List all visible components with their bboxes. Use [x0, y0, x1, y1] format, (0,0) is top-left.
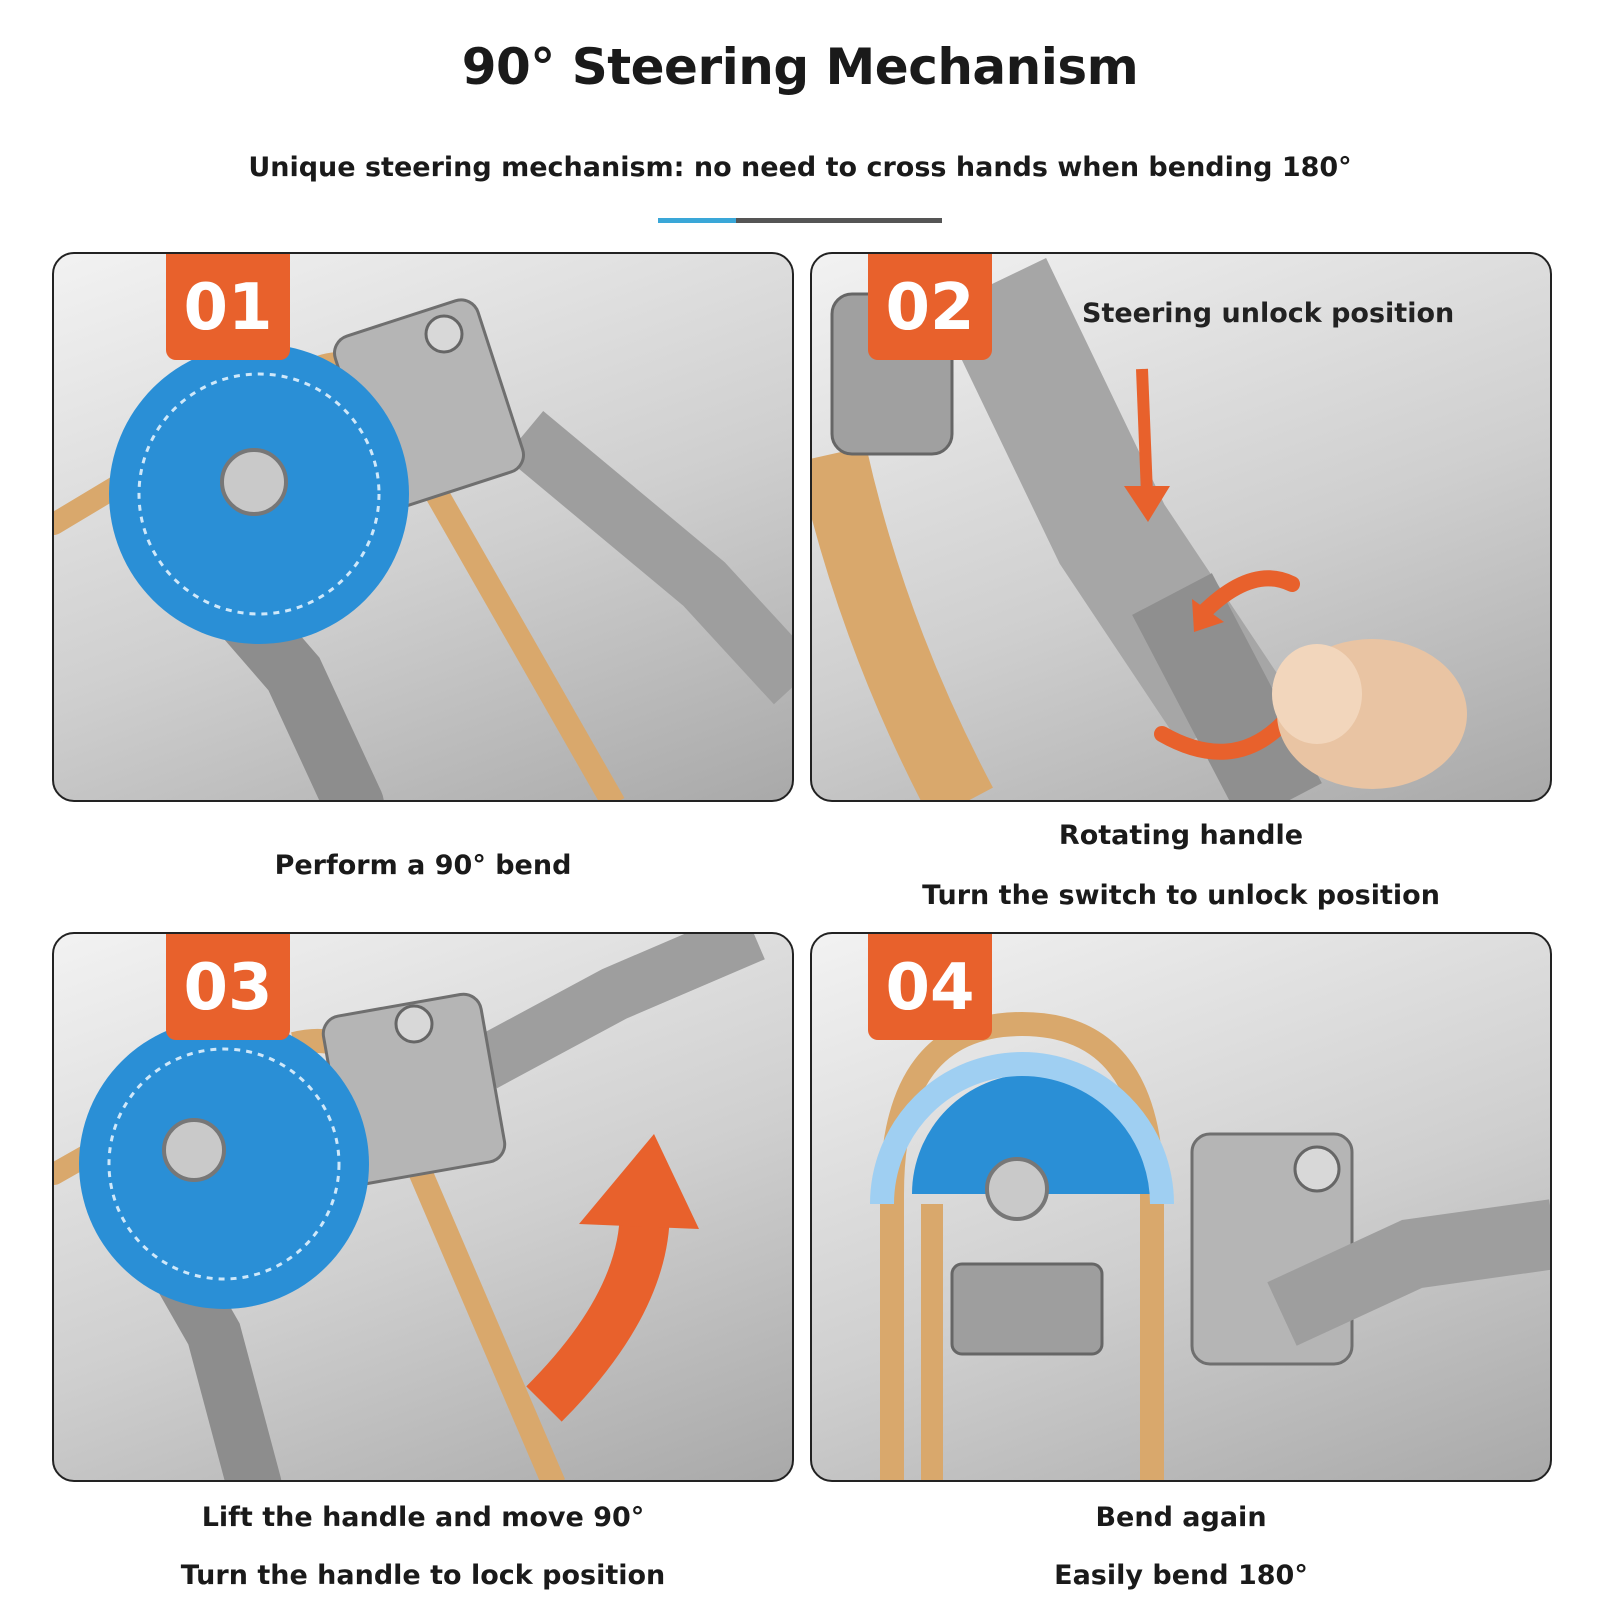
step-panel-01: 01 [52, 252, 794, 802]
steering-unlock-label: Steering unlock position [1082, 298, 1455, 329]
page-subtitle: Unique steering mechanism: no need to cr… [248, 152, 1352, 183]
step-03-caption: Lift the handle and move 90° [201, 1502, 645, 1533]
step-02-caption-secondary: Turn the switch to unlock position [922, 880, 1440, 911]
step-badge-03: 03 [166, 934, 290, 1040]
step-badge-01: 01 [166, 254, 290, 360]
step-03-caption-secondary: Turn the handle to lock position [180, 1560, 666, 1591]
step-02-caption: Rotating handle [1058, 820, 1304, 851]
step-03-photo [54, 934, 765, 1480]
step-04-photo [870, 1011, 1550, 1480]
page-title: 90° Steering Mechanism [461, 38, 1139, 96]
step-02-photo [812, 258, 1467, 800]
step-04-caption-secondary: Easily bend 180° [1054, 1560, 1308, 1591]
step-01-caption: Perform a 90° bend [274, 850, 572, 881]
step-04-caption: Bend again [1095, 1502, 1267, 1533]
step-panel-03: 03 [52, 932, 794, 1482]
step-badge-02: 02 [868, 254, 992, 360]
step-panel-02: 02 Steering unlock position [810, 252, 1552, 802]
title-divider [658, 218, 942, 223]
divider-accent [658, 218, 736, 223]
step-01-photo [54, 298, 792, 800]
step-panel-04: 04 [810, 932, 1552, 1482]
step-badge-04: 04 [868, 934, 992, 1040]
